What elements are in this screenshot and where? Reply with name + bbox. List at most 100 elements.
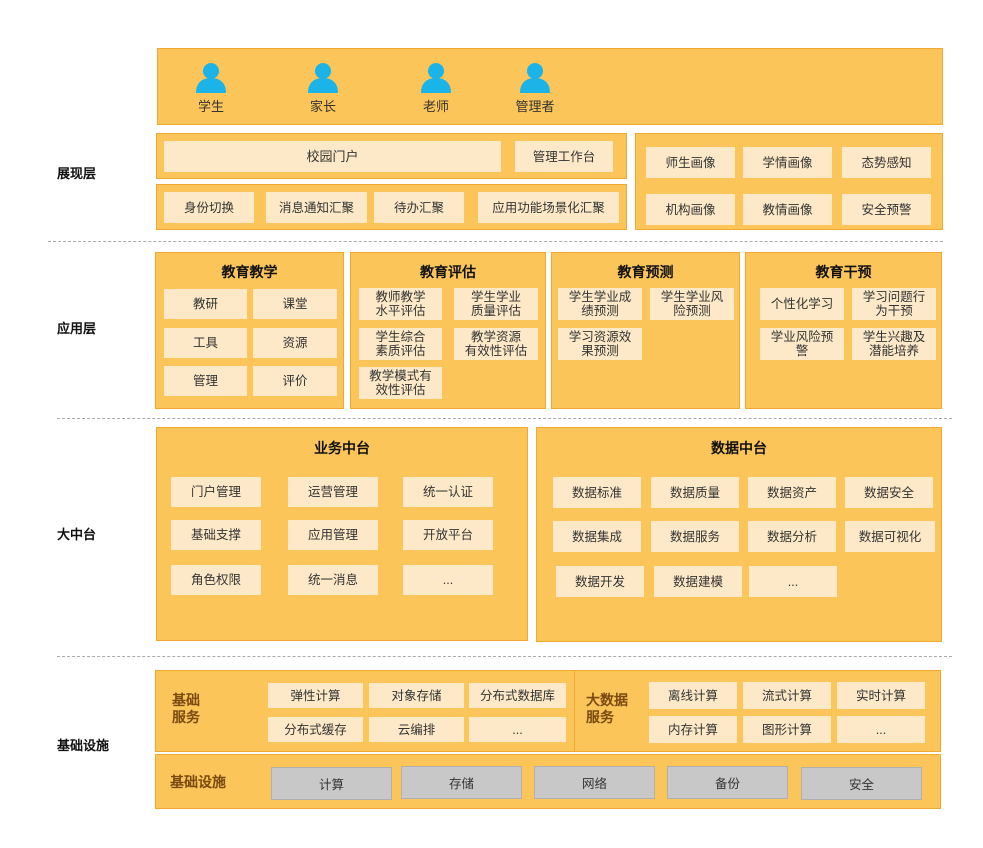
services-panel: 基础 服务 弹性计算 对象存储 分布式数据库 分布式缓存 云编排 ... 大数据…: [155, 670, 941, 752]
bigdata-service-item: 离线计算: [649, 682, 737, 709]
data-item: 数据质量: [651, 477, 739, 508]
identity-switch: 身份切换: [164, 192, 254, 223]
app-panel-intervention: 教育干预 个性化学习 学习问题行 为干预 学业风险预 警 学生兴趣及 潜能培养: [745, 252, 942, 409]
data-platform-title: 数据中台: [711, 440, 767, 456]
person-icon: [308, 63, 338, 93]
basic-service-item: 对象存储: [369, 683, 464, 708]
app-item: 个性化学习: [760, 288, 844, 320]
infra-item: 网络: [534, 766, 655, 799]
app-item: 评价: [253, 366, 337, 396]
portrait-item: 态势感知: [842, 147, 931, 178]
app-item: 教研: [164, 289, 247, 319]
infra-item: 计算: [271, 767, 392, 800]
scenario-aggregation: 应用功能场景化汇聚: [478, 192, 619, 223]
infra-item: 存储: [401, 766, 522, 799]
todo-aggregation: 待办汇聚: [374, 192, 464, 223]
business-item: 门户管理: [171, 477, 261, 507]
bigdata-services-title: 大数据 服务: [586, 692, 628, 725]
portrait-panel: 师生画像 学情画像 态势感知 机构画像 教情画像 安全预警: [635, 133, 943, 230]
bigdata-service-item: 图形计算: [743, 716, 831, 743]
app-item: 学习资源效 果预测: [558, 328, 642, 360]
app-item: 学生综合 素质评估: [359, 328, 442, 360]
app-item: 课堂: [253, 289, 337, 319]
app-item: 学生学业成 绩预测: [558, 288, 642, 320]
basic-service-item: ...: [469, 717, 566, 742]
data-item: 数据可视化: [845, 521, 935, 552]
portrait-item: 机构画像: [646, 194, 735, 225]
basic-service-item: 弹性计算: [268, 683, 363, 708]
data-item: ...: [749, 566, 837, 597]
users-panel: 学生 家长 老师 管理者: [157, 48, 943, 125]
basic-services-title: 基础 服务: [172, 692, 200, 725]
basic-service-item: 云编排: [369, 717, 464, 742]
management-workbench: 管理工作台: [515, 141, 613, 172]
app-item: 教师教学 水平评估: [359, 288, 442, 320]
user-label: 老师: [422, 99, 449, 114]
app-panel-title: 教育干预: [815, 264, 872, 280]
data-item: 数据分析: [748, 521, 836, 552]
app-item: 教学模式有 效性评估: [359, 367, 442, 399]
bigdata-service-item: 实时计算: [837, 682, 925, 709]
infra-title: 基础设施: [170, 774, 226, 790]
app-item: 资源: [253, 328, 337, 358]
business-item: 运营管理: [288, 477, 378, 507]
app-panel-teaching: 教育教学 教研 课堂 工具 资源 管理 评价: [155, 252, 344, 409]
data-item: 数据建模: [654, 566, 742, 597]
layer-label-presentation: 展现层: [57, 166, 97, 181]
data-item: 数据开发: [556, 566, 644, 597]
user-teacher: 老师: [406, 61, 466, 115]
business-item: 开放平台: [403, 520, 493, 550]
portal-panel: 校园门户 管理工作台: [156, 133, 627, 179]
app-item: 学生学业 质量评估: [454, 288, 538, 320]
person-icon: [520, 63, 550, 93]
app-item: 工具: [164, 328, 247, 358]
app-item: 学业风险预 警: [760, 328, 844, 360]
business-item: 统一认证: [403, 477, 493, 507]
bigdata-service-item: ...: [837, 716, 925, 743]
business-platform-panel: 业务中台 门户管理 运营管理 统一认证 基础支撑 应用管理 开放平台 角色权限 …: [156, 427, 528, 641]
user-parent: 家长: [293, 61, 353, 115]
layer-separator: [57, 418, 952, 419]
layer-label-middle: 大中台: [57, 527, 97, 542]
basic-service-item: 分布式缓存: [268, 717, 363, 742]
user-student: 学生: [181, 61, 241, 115]
portrait-item: 教情画像: [743, 194, 832, 225]
user-label: 学生: [197, 99, 224, 114]
layer-label-infrastructure: 基础设施: [57, 738, 110, 753]
portrait-item: 安全预警: [842, 194, 931, 225]
bigdata-service-item: 流式计算: [743, 682, 831, 709]
data-item: 数据安全: [845, 477, 933, 508]
user-label: 家长: [309, 99, 336, 114]
campus-portal: 校园门户: [164, 141, 501, 172]
app-item: 学生学业风 险预测: [650, 288, 734, 320]
infra-panel: 基础设施 计算 存储 网络 备份 安全: [155, 754, 941, 809]
layer-label-application: 应用层: [57, 321, 97, 336]
portrait-item: 学情画像: [743, 147, 832, 178]
user-admin: 管理者: [505, 61, 565, 115]
bigdata-service-item: 内存计算: [649, 716, 737, 743]
message-aggregation: 消息通知汇聚: [266, 192, 367, 223]
infra-item: 安全: [801, 767, 922, 800]
business-platform-title: 业务中台: [314, 440, 370, 456]
user-label: 管理者: [515, 99, 555, 114]
app-panel-title: 教育评估: [420, 264, 476, 280]
business-item: 统一消息: [288, 565, 378, 595]
layer-separator: [48, 241, 943, 242]
aggregation-panel: 身份切换 消息通知汇聚 待办汇聚 应用功能场景化汇聚: [156, 184, 627, 230]
data-item: 数据资产: [748, 477, 836, 508]
app-panel-prediction: 教育预测 学生学业成 绩预测 学生学业风 险预测 学习资源效 果预测: [551, 252, 740, 409]
data-platform-panel: 数据中台 数据标准 数据质量 数据资产 数据安全 数据集成 数据服务 数据分析 …: [536, 427, 942, 642]
app-panel-evaluation: 教育评估 教师教学 水平评估 学生学业 质量评估 学生综合 素质评估 教学资源 …: [350, 252, 546, 409]
basic-service-item: 分布式数据库: [469, 683, 566, 708]
services-divider: [574, 671, 575, 751]
person-icon: [196, 63, 226, 93]
app-item: 管理: [164, 366, 247, 396]
business-item: 角色权限: [171, 565, 261, 595]
person-icon: [421, 63, 451, 93]
portrait-item: 师生画像: [646, 147, 735, 178]
layer-separator: [57, 656, 952, 657]
app-item: 教学资源 有效性评估: [454, 328, 538, 360]
data-item: 数据集成: [553, 521, 641, 552]
business-item: 基础支撑: [171, 520, 261, 550]
app-panel-title: 教育预测: [617, 264, 674, 280]
